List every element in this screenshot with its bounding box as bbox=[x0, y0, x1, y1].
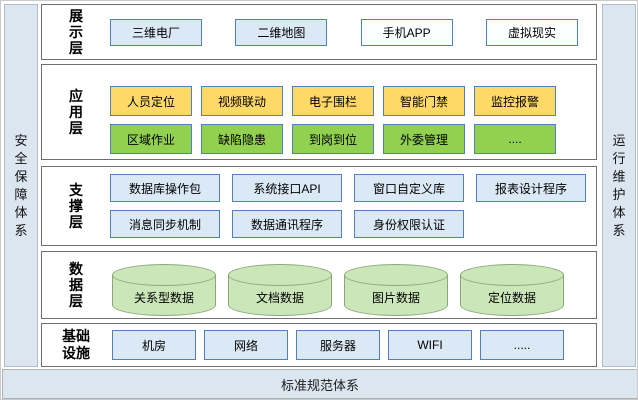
database-cylinder-label: 图片数据 bbox=[371, 290, 420, 305]
app-box: 外委管理 bbox=[383, 124, 465, 154]
support-box: 数据通讯程序 bbox=[232, 210, 342, 238]
app-box: 缺陷隐患 bbox=[201, 124, 283, 154]
infra-box: ..... bbox=[480, 330, 564, 360]
support-box: 窗口自定义库 bbox=[354, 174, 464, 202]
display-box: 虚拟现实 bbox=[485, 18, 578, 46]
layer-data-label: 数据层 bbox=[69, 261, 83, 309]
support-box: 身份权限认证 bbox=[354, 210, 464, 238]
support-row-1: 数据库操作包 系统接口API 窗口自定义库 报表设计程序 bbox=[110, 174, 586, 202]
application-row-yellow: 人员定位 视频联动 电子围栏 智能门禁 监控报警 bbox=[110, 86, 578, 116]
display-box: 二维地图 bbox=[235, 18, 328, 46]
maintenance-system-bar-label: 运行维护体系 bbox=[612, 132, 626, 238]
database-cylinder: 图片数据 bbox=[344, 264, 448, 316]
layer-data-content: 关系型数据 文档数据 图片数据 定位数据 bbox=[110, 254, 596, 316]
infra-box: WIFI bbox=[388, 330, 472, 360]
layer-infrastructure-label: 基础设施 bbox=[62, 328, 90, 361]
app-box: 人员定位 bbox=[110, 86, 192, 116]
app-box: 区域作业 bbox=[110, 124, 192, 154]
app-box: 到岗到位 bbox=[292, 124, 374, 154]
support-box: 报表设计程序 bbox=[476, 174, 586, 202]
app-box: 视频联动 bbox=[201, 86, 283, 116]
layer-display-label: 展示层 bbox=[69, 8, 83, 56]
database-cylinder: 定位数据 bbox=[460, 264, 564, 316]
layer-support-label: 支撑层 bbox=[69, 182, 83, 230]
layer-support-label-zone: 支撑层 bbox=[42, 182, 110, 230]
database-cylinder-label: 文档数据 bbox=[255, 290, 304, 305]
standards-system-bar-label: 标准规范体系 bbox=[280, 377, 359, 393]
layer-display-content: 三维电厂 二维地图 手机APP 虚拟现实 bbox=[110, 18, 596, 46]
layer-data-label-zone: 数据层 bbox=[42, 261, 110, 309]
display-box: 三维电厂 bbox=[110, 18, 202, 46]
app-box: .... bbox=[474, 124, 556, 154]
security-system-bar: 安全保障体系 bbox=[4, 4, 38, 367]
support-box: 数据库操作包 bbox=[110, 174, 220, 202]
layer-display-label-zone: 展示层 bbox=[42, 8, 110, 56]
infra-box: 服务器 bbox=[296, 330, 380, 360]
app-box: 智能门禁 bbox=[383, 86, 465, 116]
support-box: 消息同步机制 bbox=[110, 210, 220, 238]
layer-infrastructure-label-zone: 基础设施 bbox=[42, 328, 110, 362]
support-row-2: 消息同步机制 数据通讯程序 身份权限认证 bbox=[110, 210, 586, 238]
layer-infrastructure: 基础设施 机房 网络 服务器 WIFI ..... bbox=[41, 323, 597, 367]
layer-display: 展示层 三维电厂 二维地图 手机APP 虚拟现实 bbox=[41, 4, 597, 60]
database-cylinder-label: 定位数据 bbox=[487, 290, 536, 305]
infra-box: 机房 bbox=[112, 330, 196, 360]
support-box: 系统接口API bbox=[232, 174, 342, 202]
layer-application: 应用层 人员定位 视频联动 电子围栏 智能门禁 监控报警 区域作业 缺陷隐患 到… bbox=[41, 64, 597, 160]
application-row-green: 区域作业 缺陷隐患 到岗到位 外委管理 .... bbox=[110, 124, 578, 154]
layer-application-label-zone: 应用层 bbox=[42, 88, 110, 136]
app-box: 电子围栏 bbox=[292, 86, 374, 116]
display-box: 手机APP bbox=[360, 18, 453, 46]
layer-application-label: 应用层 bbox=[69, 88, 83, 136]
layer-application-content: 人员定位 视频联动 电子围栏 智能门禁 监控报警 区域作业 缺陷隐患 到岗到位 … bbox=[110, 70, 596, 154]
infra-box: 网络 bbox=[204, 330, 288, 360]
app-box: 监控报警 bbox=[474, 86, 556, 116]
database-cylinder: 文档数据 bbox=[228, 264, 332, 316]
layer-infrastructure-content: 机房 网络 服务器 WIFI ..... bbox=[110, 330, 596, 360]
layer-support: 支撑层 数据库操作包 系统接口API 窗口自定义库 报表设计程序 消息同步机制 … bbox=[41, 166, 597, 246]
layer-support-content: 数据库操作包 系统接口API 窗口自定义库 报表设计程序 消息同步机制 数据通讯… bbox=[110, 174, 604, 238]
database-cylinder-label: 关系型数据 bbox=[133, 290, 194, 305]
maintenance-system-bar: 运行维护体系 bbox=[602, 4, 636, 367]
security-system-bar-label: 安全保障体系 bbox=[14, 132, 28, 238]
database-cylinder: 关系型数据 bbox=[112, 264, 216, 316]
layer-data: 数据层 关系型数据 文档数据 图片数据 定位数据 bbox=[41, 251, 597, 319]
standards-system-bar: 标准规范体系 bbox=[2, 369, 637, 399]
